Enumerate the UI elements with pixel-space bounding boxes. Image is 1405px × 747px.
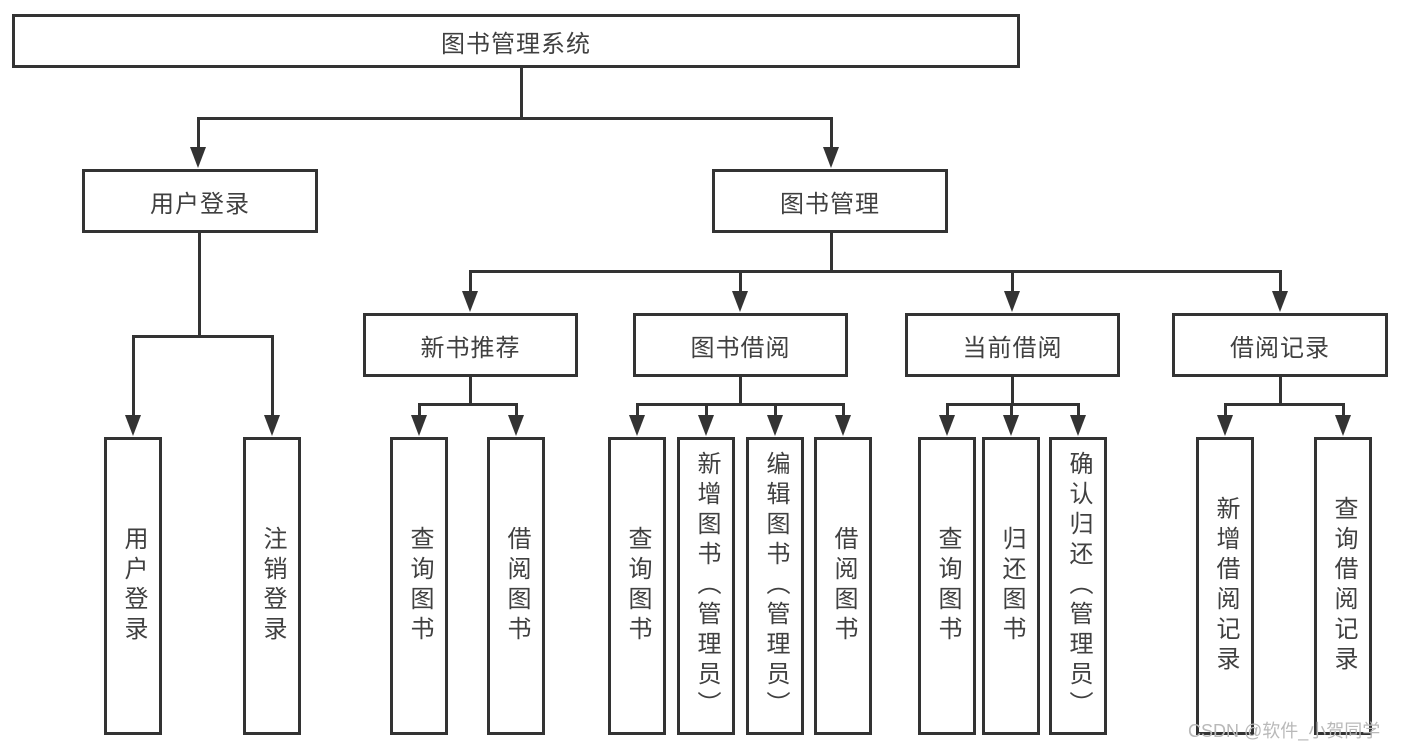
leaf-label: 借阅图书	[830, 526, 857, 646]
leaf-label: 归还图书	[998, 526, 1025, 646]
arrow-down-icon	[939, 415, 955, 436]
arrow-down-icon	[1003, 415, 1019, 436]
node-label: 图书借阅	[690, 334, 791, 362]
arrow-stem	[418, 403, 421, 417]
leaf-borrow-books: 借阅图书	[487, 437, 545, 735]
arrow-stem	[197, 117, 200, 149]
leaf-add-books-admin: 新增图书（管理员）	[677, 437, 735, 735]
leaf-label: 确认归还（管理员）	[1065, 451, 1092, 721]
connector-line	[469, 270, 1281, 273]
arrow-stem	[830, 117, 833, 149]
node-label: 图书管理	[780, 190, 880, 218]
node-new-book-recommendation: 新书推荐	[363, 313, 578, 377]
arrow-stem	[515, 403, 518, 417]
node-label: 当前借阅	[962, 334, 1063, 362]
leaf-label: 新增借阅记录	[1212, 496, 1239, 676]
arrow-stem	[1224, 403, 1227, 417]
arrow-stem	[1011, 270, 1014, 293]
connector-line	[132, 335, 274, 338]
arrow-down-icon	[767, 415, 783, 436]
leaf-logout: 注销登录	[243, 437, 301, 735]
arrow-stem	[469, 270, 472, 293]
node-current-borrowing: 当前借阅	[905, 313, 1120, 377]
node-book-management: 图书管理	[712, 169, 948, 233]
arrow-down-icon	[190, 147, 206, 168]
connector-line	[520, 68, 523, 118]
arrow-stem	[1342, 403, 1345, 417]
leaf-query-borrow-record: 查询借阅记录	[1314, 437, 1372, 735]
leaf-add-borrow-record: 新增借阅记录	[1196, 437, 1254, 735]
connector-line	[418, 403, 518, 406]
leaf-label: 查询图书	[934, 526, 961, 646]
arrow-stem	[1077, 403, 1080, 417]
node-library-management-system: 图书管理系统	[12, 14, 1020, 68]
arrow-down-icon	[1217, 415, 1233, 436]
arrow-down-icon	[411, 415, 427, 436]
arrow-down-icon	[1335, 415, 1351, 436]
arrow-down-icon	[732, 291, 748, 312]
connector-line	[739, 377, 742, 406]
arrow-down-icon	[1272, 291, 1288, 312]
leaf-confirm-return-admin: 确认归还（管理员）	[1049, 437, 1107, 735]
arrow-stem	[705, 403, 708, 417]
connector-line	[1224, 403, 1345, 406]
leaf-borrow-books: 借阅图书	[814, 437, 872, 735]
arrow-stem	[271, 335, 274, 417]
arrow-down-icon	[1004, 291, 1020, 312]
connector-line	[1011, 377, 1014, 406]
connector-line	[830, 233, 833, 272]
leaf-label: 借阅图书	[503, 526, 530, 646]
arrow-down-icon	[698, 415, 714, 436]
arrow-stem	[636, 403, 639, 417]
leaf-user-login: 用户登录	[104, 437, 162, 735]
arrow-down-icon	[508, 415, 524, 436]
leaf-query-books: 查询图书	[608, 437, 666, 735]
arrow-stem	[946, 403, 949, 417]
leaf-return-books: 归还图书	[982, 437, 1040, 735]
leaf-label: 用户登录	[120, 526, 147, 646]
arrow-down-icon	[264, 415, 280, 436]
leaf-label: 编辑图书（管理员）	[762, 451, 789, 721]
connector-line	[946, 403, 1080, 406]
arrow-stem	[774, 403, 777, 417]
connector-line	[469, 377, 472, 406]
leaf-label: 新增图书（管理员）	[693, 451, 720, 721]
arrow-down-icon	[125, 415, 141, 436]
arrow-stem	[1010, 403, 1013, 417]
node-label: 用户登录	[150, 190, 250, 218]
leaf-label: 查询图书	[624, 526, 651, 646]
node-user-login: 用户登录	[82, 169, 318, 233]
node-label: 图书管理系统	[441, 30, 591, 58]
connector-line	[198, 233, 201, 337]
node-book-borrowing: 图书借阅	[633, 313, 848, 377]
connector-line	[197, 117, 832, 120]
arrow-down-icon	[629, 415, 645, 436]
node-borrowing-records: 借阅记录	[1172, 313, 1388, 377]
arrow-down-icon	[462, 291, 478, 312]
csdn-watermark: CSDN @软件_小贺同学	[1188, 721, 1381, 741]
leaf-label: 查询借阅记录	[1330, 496, 1357, 676]
arrow-stem	[842, 403, 845, 417]
arrow-stem	[739, 270, 742, 293]
arrow-stem	[132, 335, 135, 417]
node-label: 新书推荐	[420, 334, 521, 362]
leaf-label: 注销登录	[259, 526, 286, 646]
leaf-query-books: 查询图书	[390, 437, 448, 735]
leaf-edit-books-admin: 编辑图书（管理员）	[746, 437, 804, 735]
leaf-query-books: 查询图书	[918, 437, 976, 735]
node-label: 借阅记录	[1230, 334, 1330, 362]
connector-line	[636, 403, 845, 406]
arrow-stem	[1279, 270, 1282, 293]
arrow-down-icon	[823, 147, 839, 168]
leaf-label: 查询图书	[406, 526, 433, 646]
arrow-down-icon	[1070, 415, 1086, 436]
connector-line	[1279, 377, 1282, 406]
arrow-down-icon	[835, 415, 851, 436]
